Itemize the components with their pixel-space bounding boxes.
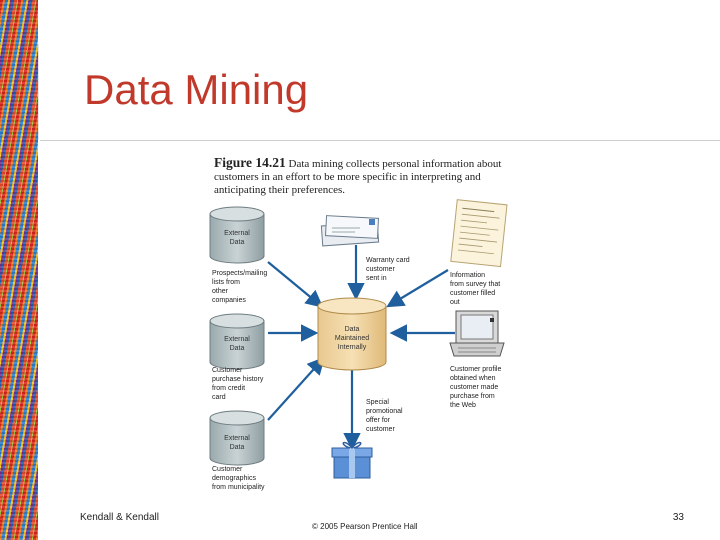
top-source-label: Warranty card customer sent in — [366, 257, 410, 282]
external-data-db-3: External Data — [209, 410, 265, 466]
db-label: External — [224, 230, 250, 237]
source-label: customer filled — [450, 290, 495, 297]
title-divider-vertical — [38, 44, 39, 140]
output-label: customer — [366, 426, 395, 433]
left-source-labels: Prospects/mailing lists from other compa… — [212, 270, 267, 491]
laptop-icon — [449, 310, 505, 357]
page-number: 33 — [672, 512, 684, 523]
source-label: Warranty card — [366, 257, 410, 264]
source-label: customer — [366, 266, 395, 273]
source-label: the Web — [450, 402, 476, 409]
output-label: promotional — [366, 408, 403, 415]
slide-title: Data Mining — [84, 66, 309, 113]
source-label: Customer — [212, 367, 243, 374]
arrow-prospects — [267, 261, 324, 308]
db-label: Data — [230, 239, 245, 246]
external-data-db-2: External Data — [209, 313, 265, 370]
source-label: out — [450, 299, 460, 306]
source-label: Customer profile — [450, 366, 501, 373]
web-source-label: Customer profile obtained when customer … — [450, 366, 501, 409]
source-label: card — [212, 394, 226, 401]
arrow-survey — [386, 269, 449, 308]
warranty-card-icon — [320, 215, 380, 247]
source-label: demographics — [212, 475, 256, 482]
source-label: purchase from — [450, 393, 495, 400]
source-label: obtained when — [450, 375, 496, 382]
source-label: from survey that — [450, 281, 500, 288]
source-label: purchase history — [212, 376, 264, 383]
promotion-label: Special promotional offer for customer — [366, 399, 403, 433]
source-label: from credit — [212, 385, 245, 392]
decorative-side-stripe — [0, 0, 38, 540]
footer-authors: Kendall & Kendall — [80, 512, 159, 523]
source-label: Prospects/mailing — [212, 270, 267, 277]
internal-data-db: Data Maintained Internally — [317, 297, 387, 371]
gift-box-icon — [331, 441, 373, 479]
db-label: External — [224, 435, 250, 442]
source-label: customer made — [450, 384, 498, 391]
source-label: sent in — [366, 275, 387, 282]
source-label: companies — [212, 297, 246, 304]
source-label: other — [212, 288, 229, 295]
source-label: from municipality — [212, 484, 265, 491]
db-label: Data — [345, 326, 360, 333]
source-label: Customer — [212, 466, 243, 473]
survey-form-icon — [450, 199, 508, 268]
arrow-demographics — [267, 356, 325, 421]
title-divider — [40, 140, 720, 141]
title-area — [38, 44, 720, 142]
footer-copyright: © 2005 Pearson Prentice Hall — [312, 522, 418, 531]
external-data-db-1: External Data — [209, 206, 265, 264]
figure-caption-text: Data mining collects personal informatio… — [214, 158, 502, 196]
db-label: Internally — [338, 344, 367, 351]
figure-label: Figure 14.21 — [214, 155, 286, 170]
db-label: Maintained — [335, 335, 369, 342]
db-label: External — [224, 336, 250, 343]
flow-arrows — [267, 245, 455, 451]
output-label: offer for — [366, 417, 391, 424]
db-label: Data — [230, 345, 245, 352]
db-label: Data — [230, 444, 245, 451]
source-label: lists from — [212, 279, 240, 286]
source-label: Information — [450, 272, 485, 279]
figure-caption: Figure 14.21 Data mining collects person… — [214, 156, 514, 197]
survey-source-label: Information from survey that customer fi… — [450, 272, 500, 306]
output-label: Special — [366, 399, 389, 406]
